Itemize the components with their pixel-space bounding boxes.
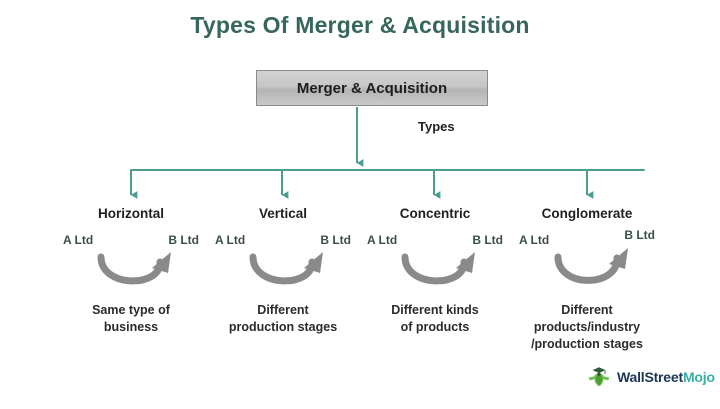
party-b-concentric: B Ltd (472, 233, 503, 247)
desc-line: Different (257, 303, 309, 317)
wallstreetmojo-logo[interactable]: WallStreetMojo (586, 364, 715, 390)
desc-line: products/industry (533, 320, 641, 334)
desc-line: /production stages (531, 337, 643, 351)
desc-line: production stages (228, 320, 338, 334)
logo-wordmark-primary: WallStreet (617, 369, 683, 385)
party-row-vertical: A Ltd B Ltd (199, 233, 367, 249)
party-row-horizontal: A Ltd B Ltd (47, 233, 215, 249)
desc-line: of products (400, 320, 470, 334)
arc-conglomerate (554, 253, 621, 284)
party-a-concentric: A Ltd (367, 233, 398, 247)
logo-wordmark-secondary: Mojo (682, 369, 715, 385)
page-title: Types Of Merger & Acquisition (190, 12, 530, 38)
party-row-concentric: A Ltd B Ltd (351, 233, 519, 249)
root-node-merger-acquisition[interactable]: Merger & Acquisition (256, 70, 488, 106)
branch-concentric[interactable]: Concentric A Ltd B Ltd Different kinds o… (351, 206, 519, 334)
arc-arrowhead-vertical (304, 252, 323, 273)
logo-wordmark: WallStreetMojo (617, 369, 715, 385)
party-b-horizontal: B Ltd (168, 233, 199, 247)
branch-description-conglomerate: Different products/industry /production … (503, 302, 671, 353)
branch-conglomerate[interactable]: Conglomerate A Ltd B Ltd Different produ… (503, 206, 671, 351)
arc-vertical (249, 253, 316, 285)
branch-description-horizontal: Same type of business (47, 302, 215, 336)
arc-arrowhead-horizontal (152, 252, 171, 273)
branch-description-vertical: Different production stages (199, 302, 367, 336)
arc-arrowhead-concentric (456, 252, 475, 273)
party-a-conglomerate: A Ltd (519, 233, 550, 247)
party-b-conglomerate: B Ltd (624, 228, 655, 242)
types-connector-label: Types (418, 119, 455, 134)
arc-concentric (401, 253, 468, 285)
party-a-vertical: A Ltd (215, 233, 246, 247)
branch-description-concentric: Different kinds of products (351, 302, 519, 336)
arc-arrowhead-conglomerate (609, 248, 628, 269)
desc-line: Same type of (92, 303, 170, 317)
branch-title-conglomerate: Conglomerate (541, 206, 633, 221)
party-b-vertical: B Ltd (320, 233, 351, 247)
root-node-label: Merger & Acquisition (296, 79, 448, 97)
party-a-horizontal: A Ltd (63, 233, 94, 247)
branch-title-vertical: Vertical (258, 206, 308, 221)
branch-vertical[interactable]: Vertical A Ltd B Ltd Different productio… (199, 206, 367, 334)
branch-title-horizontal: Horizontal (98, 206, 164, 221)
desc-line: Different kinds (391, 303, 479, 317)
branch-horizontal[interactable]: Horizontal A Ltd B Ltd Same type of busi… (47, 206, 215, 334)
desc-line: business (103, 320, 159, 334)
graduate-figure-icon (588, 367, 610, 387)
party-row-conglomerate: A Ltd B Ltd (503, 228, 671, 249)
branch-title-concentric: Concentric (399, 206, 471, 221)
arc-horizontal (97, 253, 164, 285)
desc-line: Different (561, 303, 613, 317)
